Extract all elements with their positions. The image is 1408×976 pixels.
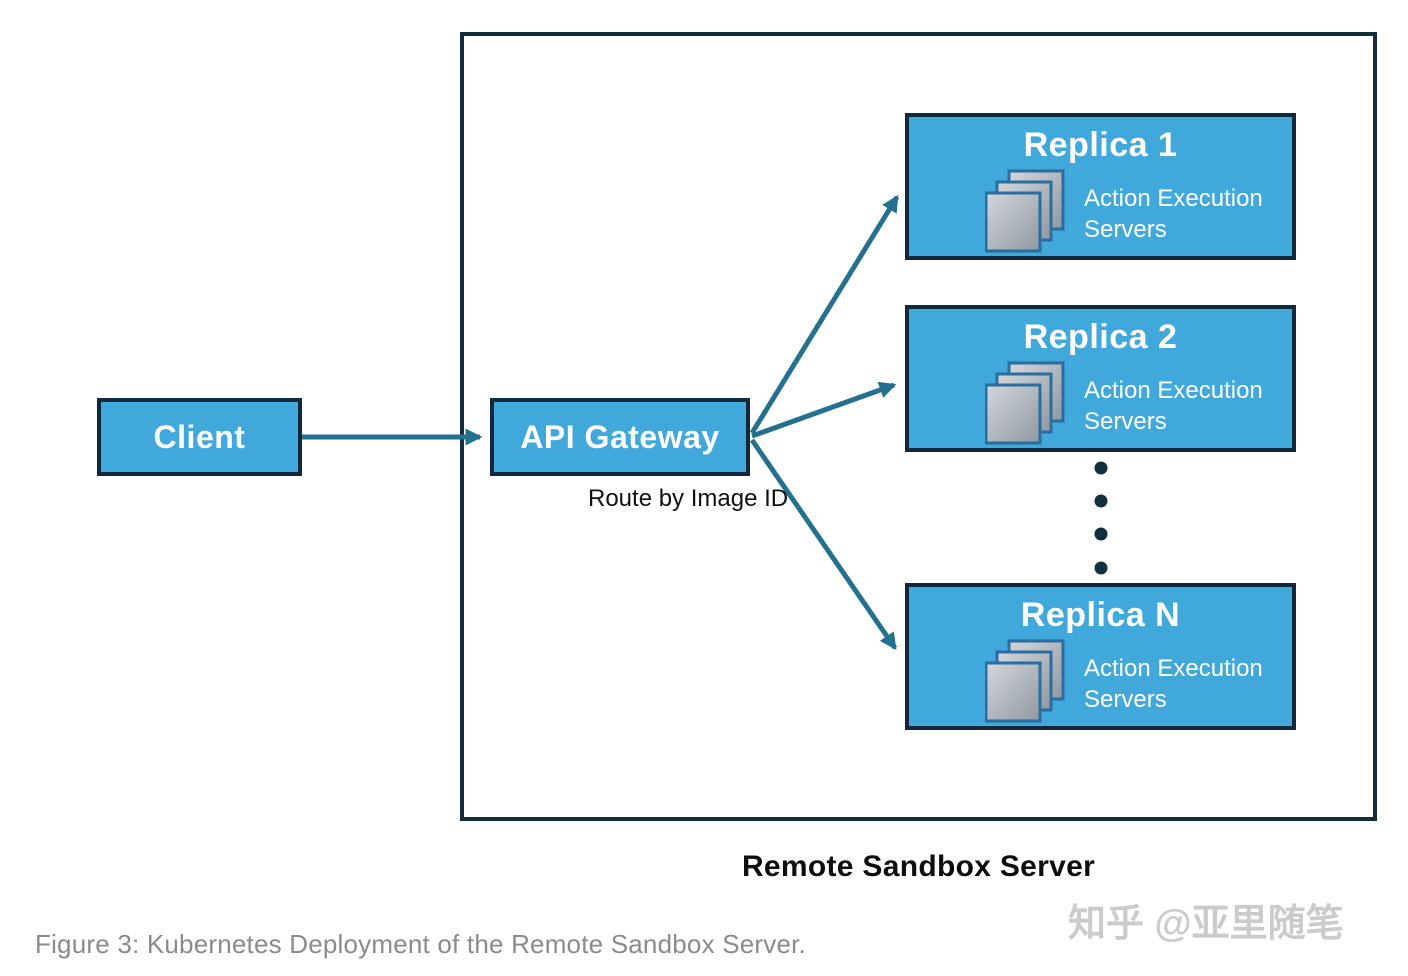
figure-caption: Figure 3: Kubernetes Deployment of the R… xyxy=(35,929,806,959)
remote-sandbox-server-label: Remote Sandbox Server xyxy=(741,850,1096,883)
client-node: Client xyxy=(97,398,302,476)
stacked-servers-icon xyxy=(985,169,1065,253)
replica-2-title: Replica 2 xyxy=(1023,318,1178,356)
replica-2-node: Replica 2 Action Execution Servers xyxy=(905,305,1296,452)
replica-1-body: Action Execution Servers xyxy=(1084,185,1263,244)
zhihu-watermark: 知乎 @亚里随笔 xyxy=(1068,903,1344,945)
api-gateway-label: API Gateway xyxy=(520,418,720,455)
replica-n-title: Replica N xyxy=(1020,596,1181,634)
replica-1-node: Replica 1 Action Execution Servers xyxy=(905,113,1296,260)
client-label: Client xyxy=(153,418,246,455)
stacked-servers-icon xyxy=(985,361,1065,445)
route-by-image-id-label: Route by Image ID xyxy=(588,485,789,512)
replica-2-body: Action Execution Servers xyxy=(1084,377,1263,436)
replica-1-title: Replica 1 xyxy=(1023,126,1178,164)
api-gateway-node: API Gateway xyxy=(490,398,750,476)
replica-n-body: Action Execution Servers xyxy=(1084,655,1263,714)
stacked-servers-icon xyxy=(985,639,1065,723)
replica-n-node: Replica N Action Execution Servers xyxy=(905,583,1296,730)
